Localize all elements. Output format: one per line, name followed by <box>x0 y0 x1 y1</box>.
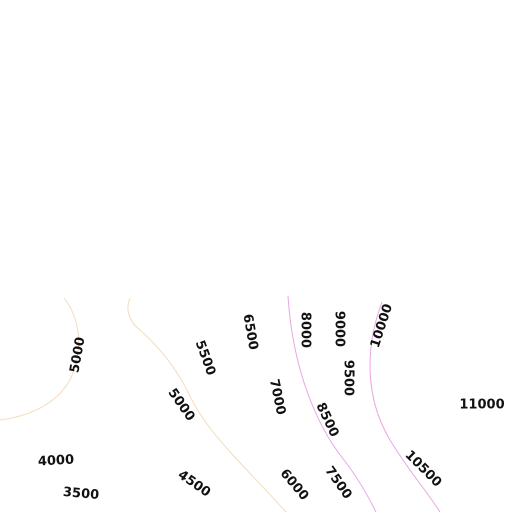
contour-line-7500 <box>287 295 377 512</box>
contour-label-9000: 9000 <box>332 311 347 347</box>
contour-label-10000: 10000 <box>368 302 396 350</box>
contour-label-4500: 4500 <box>175 467 213 500</box>
contour-label-5500: 5500 <box>192 338 218 377</box>
contour-label-7000: 7000 <box>266 378 288 417</box>
contour-line-5000-mid <box>127 297 287 512</box>
contour-label-8000: 8000 <box>298 312 313 348</box>
contour-label-5000-mid: 5000 <box>164 386 197 424</box>
contour-label-5000-left: 5000 <box>67 336 88 374</box>
contour-label-6500: 6500 <box>239 313 260 351</box>
contour-label-11000: 11000 <box>459 398 504 413</box>
contour-label-10500: 10500 <box>402 448 445 491</box>
contour-label-4000: 4000 <box>38 453 75 470</box>
contour-label-6000: 6000 <box>277 466 312 503</box>
contour-label-3500: 3500 <box>62 485 99 503</box>
contour-line-4500-left <box>0 297 80 421</box>
contour-label-7500: 7500 <box>321 464 354 502</box>
contour-label-8500: 8500 <box>313 400 342 439</box>
contour-label-9500: 9500 <box>341 360 356 396</box>
contour-line-10500 <box>369 301 441 512</box>
